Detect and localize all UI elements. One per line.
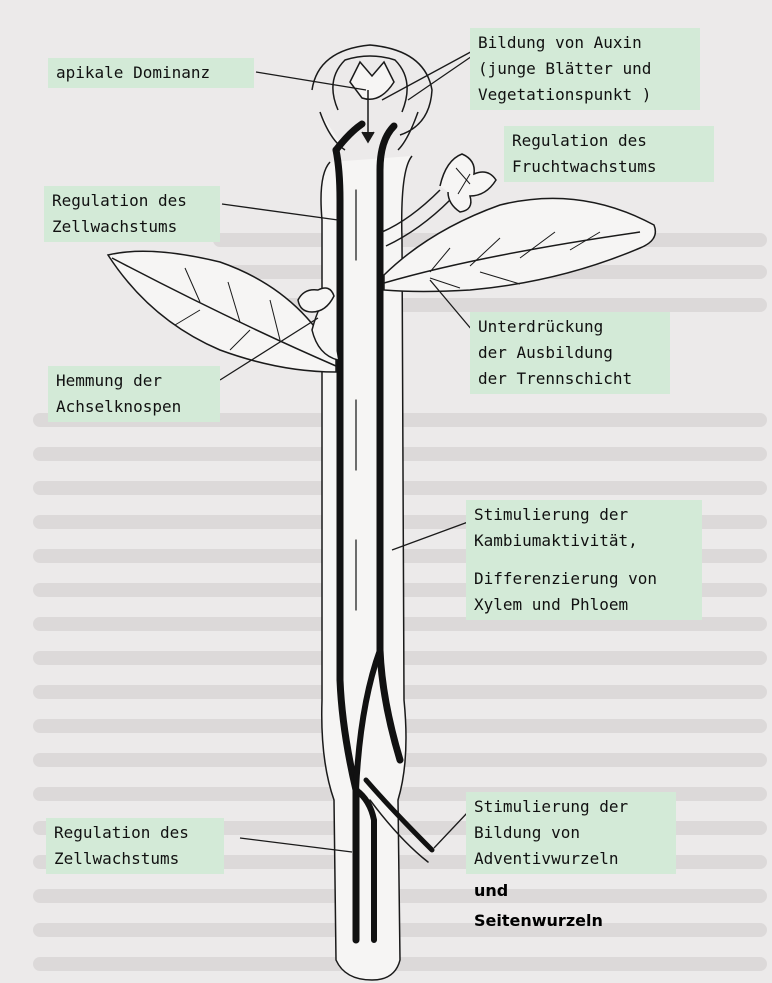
label-line: apikale Dominanz bbox=[56, 63, 211, 82]
label-line: Differenzierung von bbox=[474, 569, 658, 588]
label-line: Bildung von bbox=[474, 823, 580, 842]
label-line: Achselknospen bbox=[56, 397, 182, 416]
label-line: Fruchtwachstums bbox=[512, 157, 657, 176]
stem bbox=[319, 111, 419, 981]
label-bildung-auxin: Bildung von Auxin (junge Blätter und Veg… bbox=[470, 28, 700, 110]
label-line: Vegetationspunkt ) bbox=[478, 85, 652, 104]
label-line: Stimulierung der bbox=[474, 797, 629, 816]
label-regulation-fruchtwachstum: Regulation des Fruchtwachstums bbox=[504, 126, 714, 182]
label-line: Kambiumaktivität, bbox=[474, 531, 638, 550]
label-kambium-xylem: Stimulierung der Kambiumaktivität, Diffe… bbox=[466, 500, 702, 620]
label-regulation-zellwachstum-bottom: Regulation des Zellwachstums bbox=[46, 818, 224, 874]
label-line: Seitenwurzeln bbox=[474, 911, 603, 930]
fruit-branch bbox=[381, 153, 497, 247]
label-line: Regulation des bbox=[52, 191, 187, 210]
label-regulation-zellwachstum-top: Regulation des Zellwachstums bbox=[44, 186, 220, 242]
label-line: Unterdrückung bbox=[478, 317, 604, 336]
label-line: Stimulierung der bbox=[474, 505, 629, 524]
leaf-left bbox=[106, 250, 337, 373]
label-line: Bildung von Auxin bbox=[478, 33, 642, 52]
label-line: Zellwachstums bbox=[52, 217, 178, 236]
label-seitenwurzeln: und Seitenwurzeln bbox=[474, 876, 603, 936]
label-line: der Trennschicht bbox=[478, 369, 633, 388]
label-line: Regulation des bbox=[512, 131, 647, 150]
shoot-apex bbox=[311, 44, 433, 144]
leaf-right bbox=[383, 197, 657, 293]
leader-lines bbox=[219, 47, 479, 853]
vascular-bundle bbox=[332, 120, 435, 944]
label-line: Regulation des bbox=[54, 823, 189, 842]
label-unterdrueckung-trennschicht: Unterdrückung der Ausbildung der Trennsc… bbox=[470, 312, 670, 394]
label-line: Adventivwurzeln bbox=[474, 849, 619, 868]
axillary-bud bbox=[297, 287, 339, 361]
label-line: der Ausbildung bbox=[478, 343, 613, 362]
label-adventivwurzeln: Stimulierung der Bildung von Adventivwur… bbox=[466, 792, 676, 874]
label-line: und bbox=[474, 881, 509, 900]
label-hemmung-achselknospen: Hemmung der Achselknospen bbox=[48, 366, 220, 422]
label-line: (junge Blätter und bbox=[478, 59, 652, 78]
label-line: Zellwachstums bbox=[54, 849, 180, 868]
label-line: Xylem und Phloem bbox=[474, 595, 629, 614]
label-line: Hemmung der bbox=[56, 371, 162, 390]
label-apikale-dominanz: apikale Dominanz bbox=[48, 58, 254, 88]
